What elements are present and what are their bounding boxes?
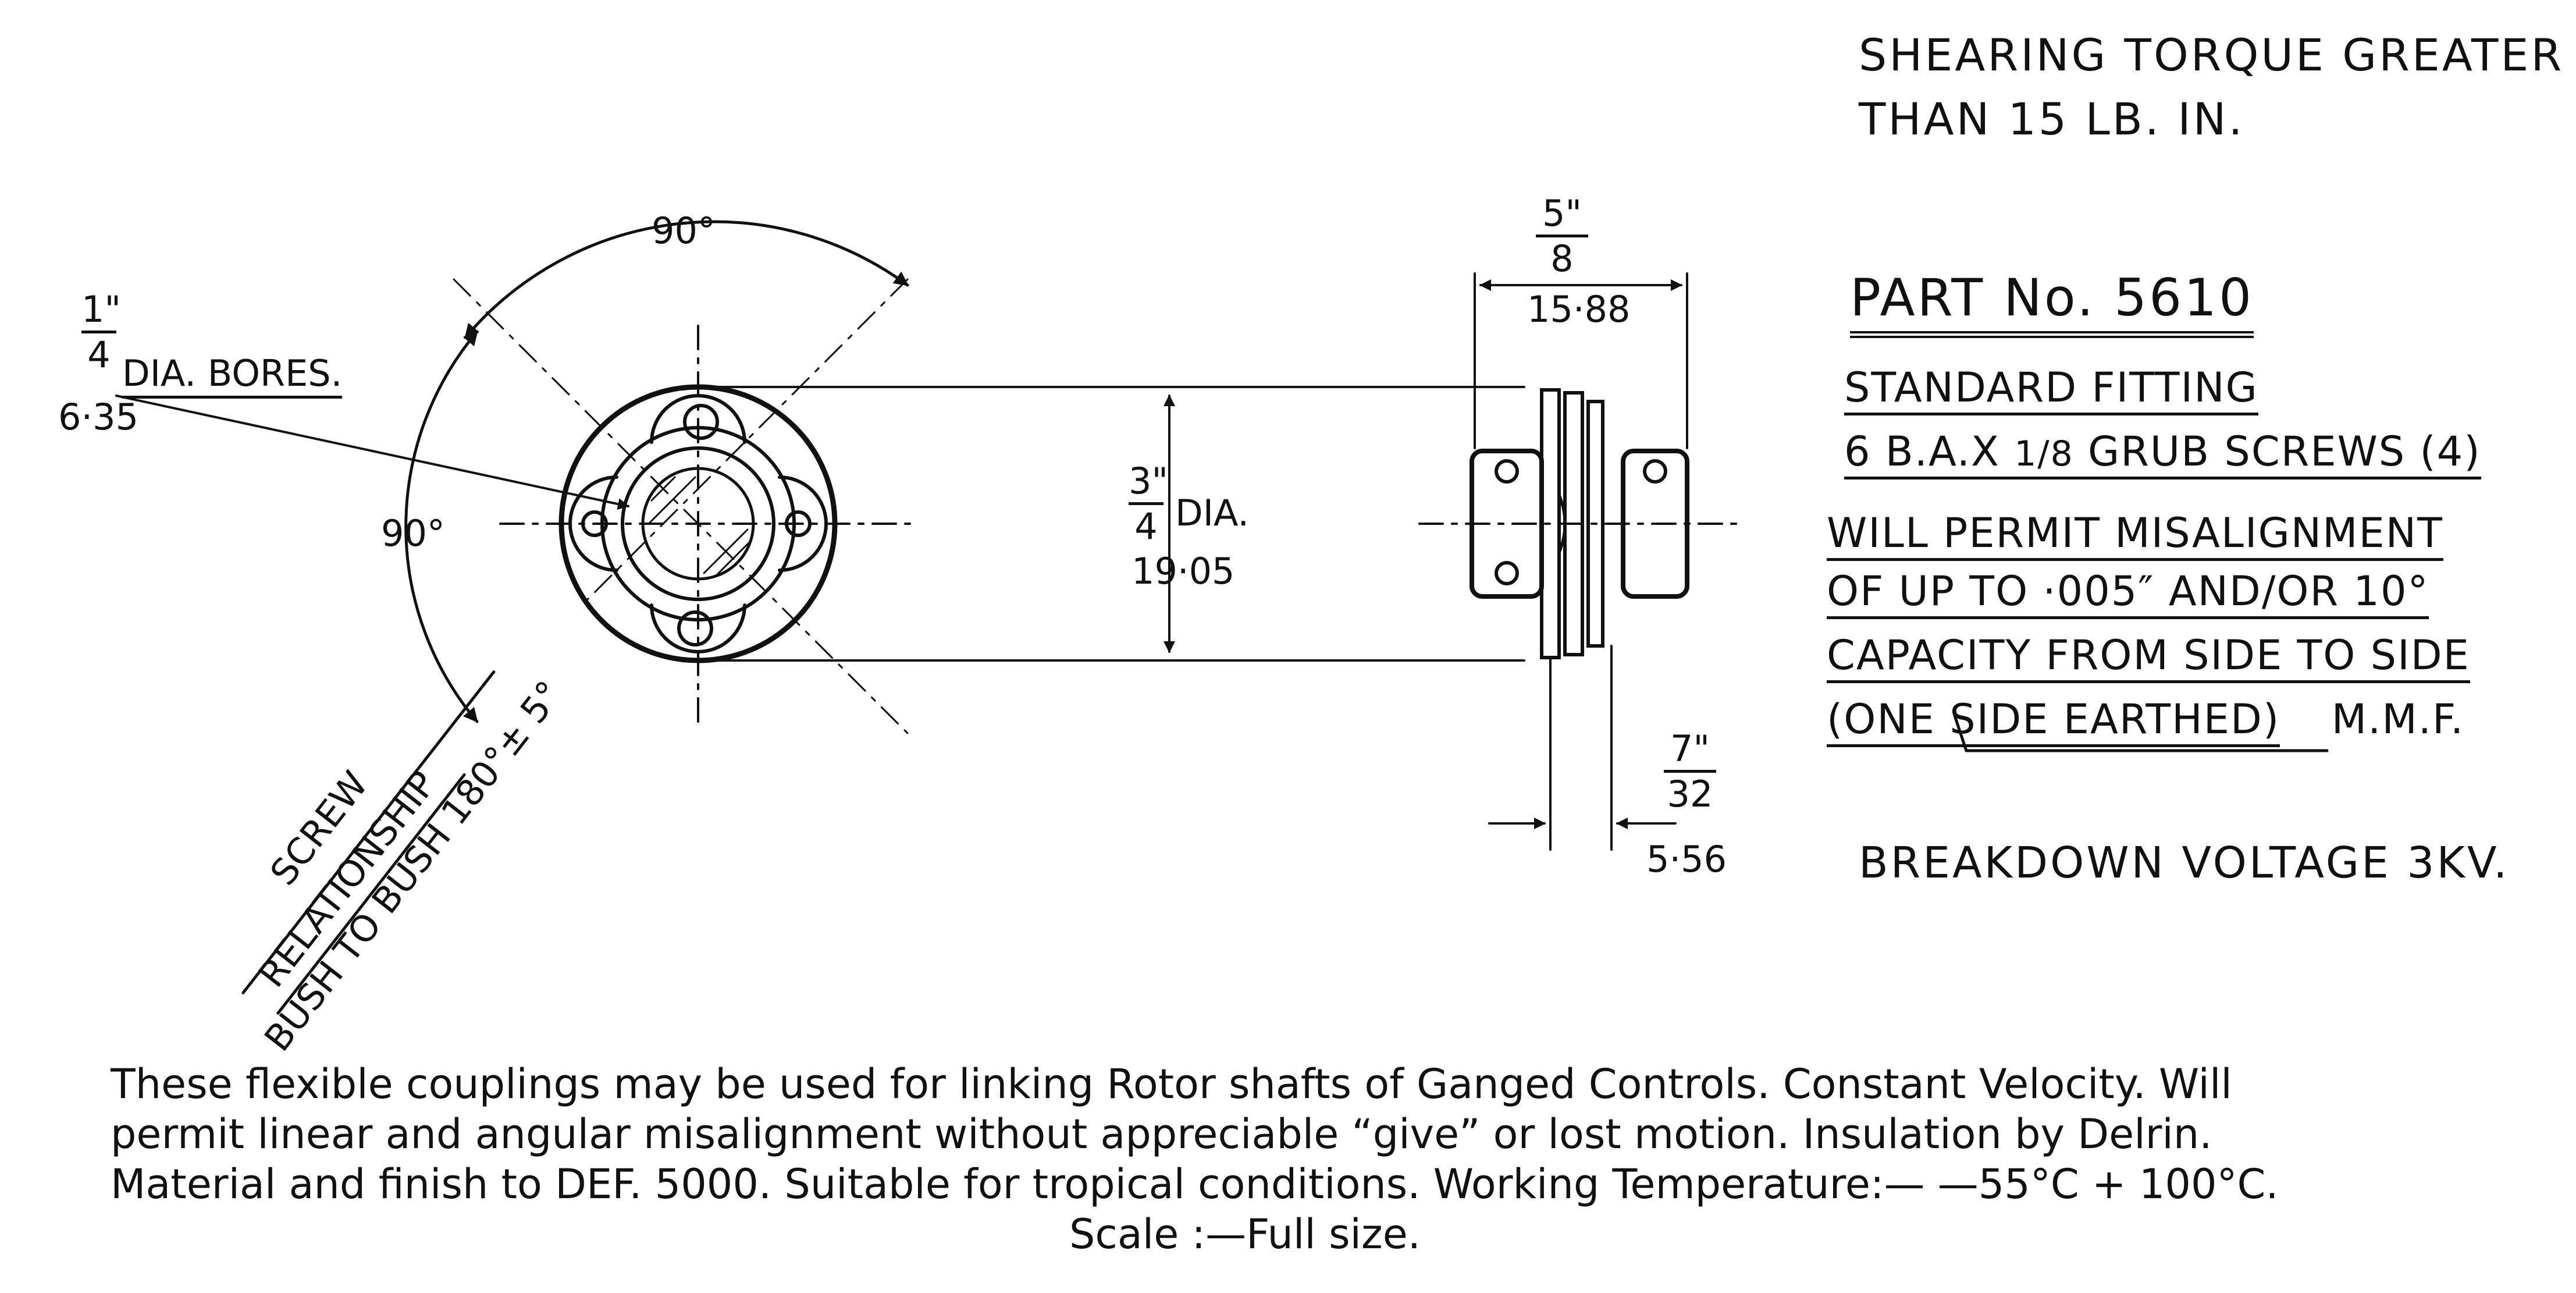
- spec-line-3: CAPACITY FROM SIDE TO SIDE: [1827, 631, 2470, 683]
- right-hub: [1621, 449, 1689, 599]
- pin-left: [581, 510, 608, 537]
- fitting-size: 6 B.A.X: [1844, 428, 2000, 475]
- dia-numerator: 3": [1129, 460, 1168, 502]
- part-number: PART No. 5610: [1850, 268, 2254, 338]
- centre-line-diag-2: [581, 278, 909, 606]
- dia-denominator: 4: [1129, 502, 1164, 548]
- width-mm: 15·88: [1527, 288, 1631, 331]
- angle-arc-top: [464, 220, 909, 339]
- spec-mmf: M.M.F.: [2331, 695, 2465, 743]
- screw-bottom: [677, 610, 713, 647]
- front-view: [453, 278, 920, 734]
- gap-fraction: 7" 32: [1664, 727, 1716, 815]
- centre-line-diag-1: [453, 278, 909, 734]
- gap-mm: 5·56: [1646, 838, 1727, 880]
- description-line-2: permit linear and angular misalignment w…: [111, 1110, 2212, 1158]
- pin-right: [785, 510, 812, 537]
- bore-mm: 6·35: [58, 396, 139, 438]
- width-fraction: 5" 8: [1536, 192, 1588, 280]
- angle-top-label: 90°: [652, 209, 716, 252]
- bore-label: DIA. BORES.: [122, 352, 343, 399]
- lobe-right: [778, 475, 828, 572]
- description-line-1: These flexible couplings may be used for…: [111, 1060, 2232, 1108]
- inner-ring: [600, 426, 796, 621]
- dia-mm: 19·05: [1132, 550, 1235, 592]
- lobe-left: [568, 475, 618, 572]
- side-view: [1418, 388, 1746, 659]
- width-numerator: 5": [1542, 192, 1582, 235]
- disc-3: [1586, 400, 1604, 648]
- description: These flexible couplings may be used for…: [111, 1059, 2379, 1259]
- torque-line-1: SHEARING TORQUE GREATER: [1859, 29, 2564, 81]
- fitting-line-1: STANDARD FITTING: [1844, 364, 2258, 415]
- fitting-screws: GRUB SCREWS: [2088, 428, 2406, 475]
- breakdown-voltage: BREAKDOWN VOLTAGE 3KV.: [1859, 838, 2510, 888]
- dia-fraction: 3" 4: [1129, 460, 1168, 548]
- spec-angle: AND/OR 10°: [2168, 567, 2429, 615]
- width-denominator: 8: [1536, 235, 1588, 280]
- fitting-fraction: 1/8: [2014, 434, 2074, 474]
- spec-line-2: OF UP TO ·005″ AND/OR 10°: [1827, 567, 2429, 619]
- bore-outer: [621, 446, 775, 601]
- gap-denominator: 32: [1664, 770, 1716, 815]
- bore-denominator: 4: [81, 331, 116, 376]
- angle-arc-left: [404, 330, 479, 723]
- spec-earthed: (ONE SIDE EARTHED): [1827, 695, 2280, 747]
- bore-numerator: 1": [81, 288, 121, 331]
- spec-line-4: (ONE SIDE EARTHED) M.M.F.: [1827, 695, 2465, 747]
- bore-leader: [115, 395, 629, 510]
- dia-label: DIA.: [1175, 492, 1250, 534]
- angle-left-label: 90°: [381, 512, 445, 555]
- lobe-top: [650, 394, 746, 444]
- fitting-count: (4): [2420, 428, 2481, 475]
- spec-offset: OF UP TO ·005: [1827, 567, 2139, 615]
- spec-line-1: WILL PERMIT MISALIGNMENT: [1827, 509, 2443, 561]
- screw-top: [683, 404, 719, 440]
- torque-line-2: THAN 15 LB. IN.: [1859, 93, 2245, 145]
- lobe-bottom: [650, 603, 746, 653]
- gap-numerator: 7": [1670, 727, 1710, 770]
- fitting-line-2: 6 B.A.X 1/8 GRUB SCREWS (4): [1844, 428, 2481, 479]
- description-line-4: Scale :—Full size.: [1069, 1210, 1421, 1258]
- bore-fraction: 1" 4: [81, 288, 121, 376]
- description-line-3: Material and finish to DEF. 5000. Suitab…: [111, 1160, 2279, 1208]
- bore: [641, 467, 755, 581]
